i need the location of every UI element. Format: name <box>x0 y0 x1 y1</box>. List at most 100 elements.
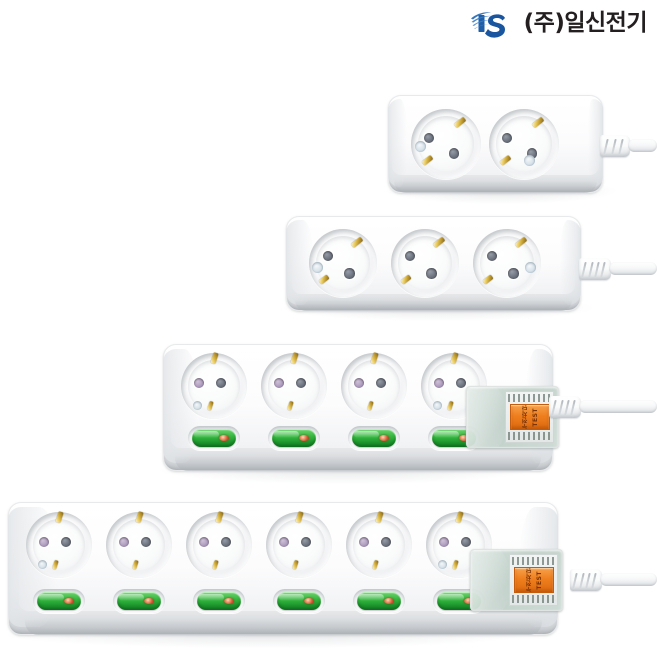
circuit-breaker-module[interactable]: 누전차단 TEST <box>466 386 559 448</box>
strain-relief-4 <box>570 569 602 591</box>
strain-relief-1 <box>600 135 630 157</box>
relief-rib <box>557 399 564 415</box>
socket-shutter <box>432 400 443 410</box>
switch-indicator-lamp <box>144 598 155 604</box>
breaker-test-label: TEST <box>531 407 539 427</box>
switch-cap[interactable] <box>191 429 237 447</box>
power-cord-1 <box>628 139 657 152</box>
strip-2-outlet[interactable] <box>388 95 603 193</box>
relief-boot <box>579 258 611 280</box>
switch-indicator-lamp <box>304 598 315 604</box>
breaker-label-strip-top <box>512 557 556 565</box>
relief-rib <box>585 572 591 588</box>
switch-cap[interactable] <box>116 592 162 610</box>
relief-rib <box>600 261 607 277</box>
switch-3[interactable] <box>193 589 245 613</box>
switch-5[interactable] <box>353 589 405 613</box>
socket-1[interactable] <box>181 352 247 419</box>
socket-pin-left <box>486 250 497 261</box>
socket-pin-left <box>434 378 445 388</box>
power-cord-3 <box>579 400 657 413</box>
breaker-label-strip-top <box>508 394 552 402</box>
switch-2[interactable] <box>113 589 165 613</box>
socket-2[interactable] <box>391 229 459 297</box>
strip-4-outlet-switched[interactable]: 누전차단 TEST <box>163 344 559 471</box>
socket-2[interactable] <box>106 511 172 578</box>
strain-relief-2 <box>579 258 611 280</box>
switch-cap[interactable] <box>271 429 317 447</box>
breaker-cover: 누전차단 TEST <box>466 386 559 448</box>
socket-shutter <box>311 261 323 273</box>
company-name: (주)일신전기 <box>523 9 648 36</box>
relief-rib <box>578 572 585 588</box>
relief-rib <box>591 572 598 588</box>
switch-2[interactable] <box>268 426 320 450</box>
bottom-skirt <box>24 619 542 635</box>
power-cord-2 <box>609 262 657 275</box>
socket-2[interactable] <box>261 352 327 419</box>
breaker-test-label-secondary: 누전차단 <box>525 567 533 593</box>
relief-rib <box>572 572 578 588</box>
switch-cap[interactable] <box>351 429 397 447</box>
strip-6-outlet-switched[interactable]: 누전차단 TEST <box>8 502 563 635</box>
socket-pin-right <box>426 268 437 279</box>
relief-rib <box>618 138 624 154</box>
socket-3[interactable] <box>341 352 407 419</box>
switch-cap[interactable] <box>276 592 322 610</box>
relief-rib <box>551 399 557 415</box>
breaker-test-button[interactable]: 누전차단 TEST <box>513 567 554 593</box>
socket-pin-right <box>455 378 466 388</box>
socket-pin-right <box>295 378 306 388</box>
switch-indicator-lamp <box>219 435 230 441</box>
socket-pin-left <box>404 250 415 261</box>
socket-2[interactable] <box>489 109 559 179</box>
socket-pin-left <box>194 378 205 388</box>
socket-pin-right <box>526 148 538 159</box>
switch-cap[interactable] <box>356 592 402 610</box>
power-cord-4 <box>600 573 657 586</box>
socket-pin-right <box>375 378 386 388</box>
breaker-test-label: TEST <box>535 570 543 590</box>
socket-1[interactable] <box>411 109 481 179</box>
switch-1[interactable] <box>188 426 240 450</box>
socket-5[interactable] <box>346 511 412 578</box>
socket-3[interactable] <box>473 229 541 297</box>
breaker-label-strip-bottom <box>512 595 556 603</box>
circuit-breaker-module[interactable]: 누전차단 TEST <box>470 549 563 611</box>
socket-pin-right <box>460 537 471 547</box>
switch-cap[interactable] <box>196 592 242 610</box>
bottom-skirt <box>174 455 542 471</box>
switch-indicator-lamp <box>379 435 390 441</box>
switch-indicator-lamp <box>459 435 470 441</box>
switch-1[interactable] <box>33 589 85 613</box>
socket-pin-left <box>274 378 285 388</box>
relief-rib <box>581 261 587 277</box>
switch-indicator-lamp <box>224 598 235 604</box>
socket-pin-left <box>39 537 50 547</box>
relief-rib <box>587 261 594 277</box>
socket-pin-left <box>199 537 210 547</box>
socket-pin-right <box>380 537 391 547</box>
socket-pin-left <box>359 537 370 547</box>
socket-1[interactable] <box>309 229 377 297</box>
socket-pin-right <box>344 268 355 279</box>
socket-4[interactable] <box>266 511 332 578</box>
breaker-cover: 누전차단 TEST <box>470 549 563 611</box>
switch-indicator-lamp <box>299 435 310 441</box>
socket-3[interactable] <box>186 511 252 578</box>
switch-4[interactable] <box>273 589 325 613</box>
relief-rib <box>570 399 577 415</box>
relief-rib <box>564 399 570 415</box>
switch-3[interactable] <box>348 426 400 450</box>
switch-cap[interactable] <box>36 592 82 610</box>
socket-pin-right <box>448 148 460 159</box>
bottom-skirt <box>294 299 573 311</box>
socket-pin-right <box>215 378 226 388</box>
socket-1[interactable] <box>26 511 92 578</box>
socket-pin-right <box>140 537 151 547</box>
socket-pin-left <box>439 537 450 547</box>
breaker-test-button[interactable]: 누전차단 TEST <box>509 404 550 430</box>
strip-3-outlet[interactable] <box>286 216 581 311</box>
socket-6[interactable] <box>426 511 492 578</box>
switch-cap[interactable] <box>431 429 477 447</box>
